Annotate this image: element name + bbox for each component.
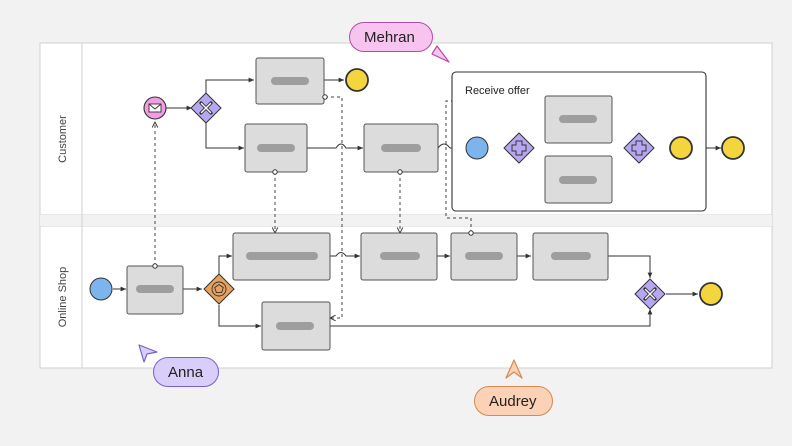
task-placeholder-text <box>257 144 295 152</box>
flow-anchor <box>152 263 158 269</box>
gateways[interactable] <box>190 92 666 310</box>
message-start-event[interactable] <box>143 96 167 120</box>
flow <box>330 309 653 327</box>
customer-end-event[interactable] <box>721 136 745 160</box>
task-placeholder-text <box>276 322 314 330</box>
flow <box>218 253 232 274</box>
collaborator-tag-audrey: Audrey <box>474 386 553 416</box>
task-shop-c[interactable] <box>450 230 518 281</box>
task-shop-wide[interactable] <box>232 232 331 281</box>
task-placeholder-text <box>246 252 318 260</box>
subtask-bottom[interactable] <box>544 155 613 204</box>
lane-label-customer: Customer <box>57 115 69 163</box>
flow-anchor <box>397 169 403 175</box>
flow-anchor <box>322 94 328 100</box>
envelope-icon <box>148 103 162 113</box>
exclusive-gateway-customer[interactable] <box>190 92 222 124</box>
subprocess-label: Receive offer <box>465 85 530 97</box>
task-shop-lower[interactable] <box>261 301 331 351</box>
plus-icon <box>511 140 527 156</box>
end-event[interactable] <box>345 68 369 92</box>
task-customer-top[interactable] <box>255 57 328 105</box>
flow-anchor <box>468 230 474 236</box>
plus-icon <box>631 140 647 156</box>
task-shop-b[interactable] <box>360 232 438 281</box>
task-placeholder-text <box>271 77 309 85</box>
flow <box>608 255 653 278</box>
subtask-top[interactable] <box>544 95 613 144</box>
event-based-gateway[interactable] <box>203 273 235 305</box>
task-customer-mid[interactable] <box>244 123 308 175</box>
task-shop-check[interactable] <box>126 263 184 315</box>
shop-start-event[interactable] <box>89 277 113 301</box>
flow <box>218 305 261 329</box>
pentagon-icon <box>211 281 227 297</box>
flow <box>205 77 254 94</box>
cursor-audrey-icon <box>505 359 523 379</box>
parallel-gateway-split[interactable] <box>503 132 535 164</box>
subprocess-start-event[interactable] <box>465 136 489 160</box>
flow <box>307 143 363 151</box>
collaborator-tag-mehran: Mehran <box>349 22 433 52</box>
cursor-anna-icon <box>138 344 158 363</box>
flow-anchor <box>272 169 278 175</box>
task-customer-c[interactable] <box>363 123 439 175</box>
task-placeholder-text <box>559 115 597 123</box>
parallel-gateway-join[interactable] <box>623 132 655 164</box>
subprocess-end-event[interactable] <box>669 136 693 160</box>
flow <box>205 122 244 151</box>
task-placeholder-text <box>465 252 503 260</box>
lane-label-online-shop: Online Shop <box>57 267 69 328</box>
flow <box>330 252 360 259</box>
events[interactable] <box>89 68 745 306</box>
task-placeholder-text <box>381 144 421 152</box>
task-placeholder-text <box>551 252 591 260</box>
collaborator-tag-anna: Anna <box>153 357 219 387</box>
task-placeholder-text <box>559 176 597 184</box>
flow <box>437 143 462 151</box>
cursor-mehran-icon <box>431 45 450 63</box>
subprocess-receive-offer[interactable]: Receive offer <box>451 71 707 212</box>
task-placeholder-text <box>380 252 420 260</box>
shop-end-event[interactable] <box>699 282 723 306</box>
tasks[interactable] <box>126 57 609 351</box>
lane-gap <box>40 215 772 226</box>
task-shop-d[interactable] <box>532 232 609 281</box>
message-flow <box>325 96 343 318</box>
exclusive-gateway-shop[interactable] <box>634 278 666 310</box>
task-placeholder-text <box>136 285 174 293</box>
